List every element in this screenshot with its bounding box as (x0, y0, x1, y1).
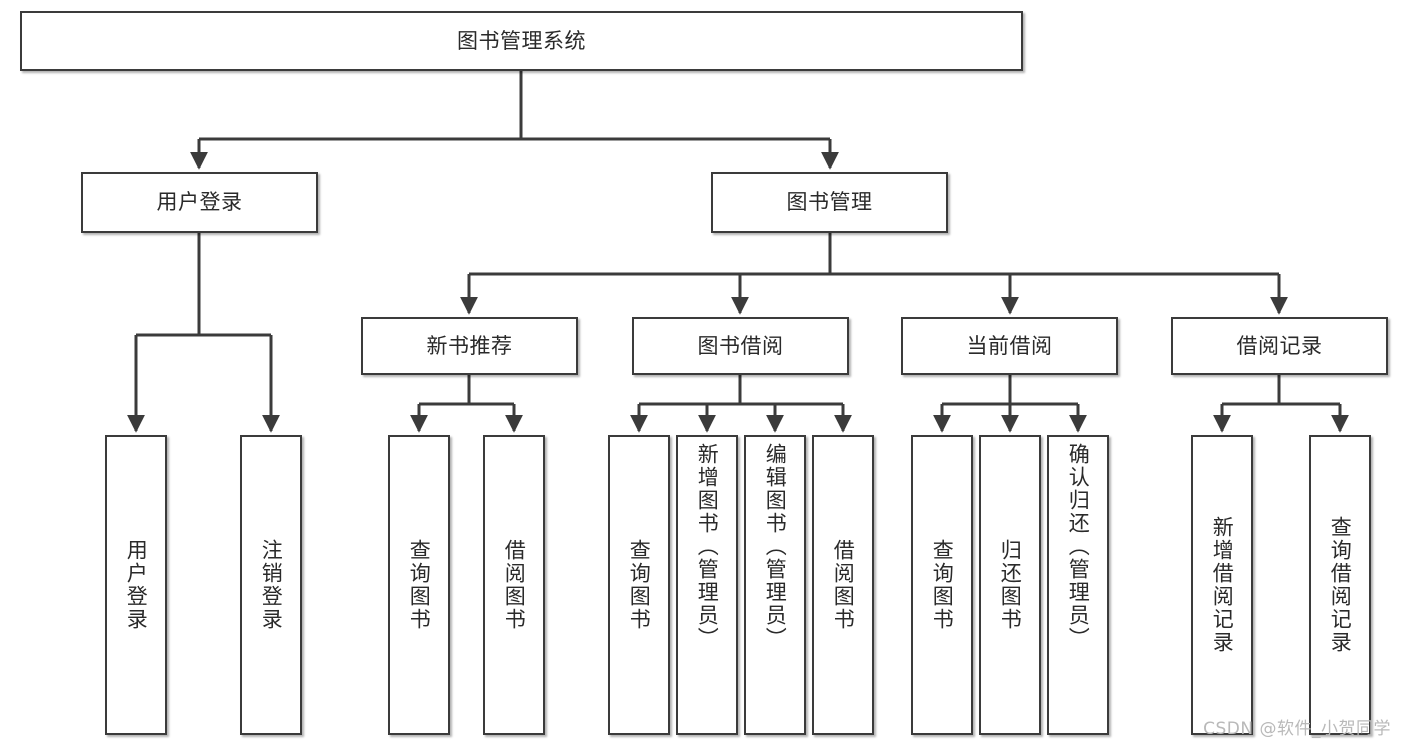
leaf-confirm-return[interactable]: 确认归还（管理员） (1047, 435, 1109, 735)
node-current-borrow-label: 当前借阅 (966, 333, 1053, 358)
node-book-borrow-label: 图书借阅 (697, 333, 784, 358)
leaf-borrow-book-2-label: 借阅图书 (831, 539, 856, 631)
leaf-query-record[interactable]: 查询借阅记录 (1309, 435, 1371, 735)
leaf-borrow-book-2[interactable]: 借阅图书 (812, 435, 874, 735)
leaf-return-book-label: 归还图书 (998, 539, 1023, 631)
leaf-logout-login[interactable]: 注销登录 (240, 435, 302, 735)
node-current-borrow[interactable]: 当前借阅 (901, 317, 1118, 375)
leaf-query-book-3-label: 查询图书 (930, 539, 955, 631)
leaf-edit-book[interactable]: 编辑图书（管理员） (744, 435, 806, 735)
node-user-login-label: 用户登录 (156, 190, 243, 215)
node-book-management[interactable]: 图书管理 (711, 172, 948, 233)
leaf-query-book-3[interactable]: 查询图书 (911, 435, 973, 735)
leaf-query-record-label: 查询借阅记录 (1328, 516, 1353, 654)
node-user-login[interactable]: 用户登录 (81, 172, 318, 233)
node-book-borrow[interactable]: 图书借阅 (632, 317, 849, 375)
leaf-add-record[interactable]: 新增借阅记录 (1191, 435, 1253, 735)
node-borrow-record-label: 借阅记录 (1236, 333, 1323, 358)
leaf-borrow-book-1-label: 借阅图书 (502, 539, 527, 631)
leaf-borrow-book-1[interactable]: 借阅图书 (483, 435, 545, 735)
leaf-user-login[interactable]: 用户登录 (105, 435, 167, 735)
leaf-return-book[interactable]: 归还图书 (979, 435, 1041, 735)
node-new-book-recommend[interactable]: 新书推荐 (361, 317, 578, 375)
leaf-add-record-label: 新增借阅记录 (1210, 516, 1235, 654)
leaf-add-book-label: 新增图书（管理员） (695, 443, 720, 650)
leaf-user-login-label: 用户登录 (124, 539, 149, 631)
node-new-book-recommend-label: 新书推荐 (426, 333, 513, 358)
csdn-watermark: CSDN @软件_小贺同学 (1203, 719, 1391, 739)
leaf-add-book[interactable]: 新增图书（管理员） (676, 435, 738, 735)
leaf-query-book-2-label: 查询图书 (627, 539, 652, 631)
node-root-label: 图书管理系统 (457, 28, 586, 53)
node-root[interactable]: 图书管理系统 (20, 11, 1023, 71)
leaf-query-book-1-label: 查询图书 (407, 539, 432, 631)
leaf-confirm-return-label: 确认归还（管理员） (1066, 443, 1091, 650)
leaf-edit-book-label: 编辑图书（管理员） (763, 443, 788, 650)
leaf-query-book-1[interactable]: 查询图书 (388, 435, 450, 735)
node-book-management-label: 图书管理 (786, 190, 873, 215)
leaf-query-book-2[interactable]: 查询图书 (608, 435, 670, 735)
leaf-logout-login-label: 注销登录 (259, 539, 284, 631)
node-borrow-record[interactable]: 借阅记录 (1171, 317, 1388, 375)
